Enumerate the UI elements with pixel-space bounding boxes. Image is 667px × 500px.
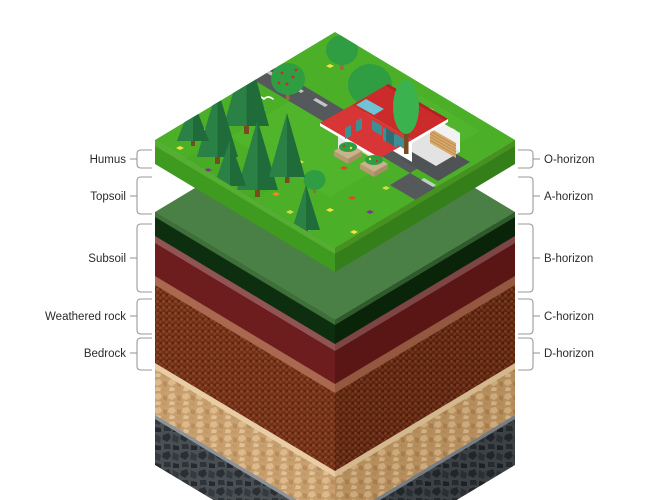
label-d-horizon: D-horizon <box>544 348 594 360</box>
bracket-topsoil: Topsoil <box>90 176 152 215</box>
weathered-rock-right-face <box>335 363 515 500</box>
shutter <box>383 127 386 142</box>
subsoil-left-bevel <box>155 276 335 393</box>
window <box>396 134 406 150</box>
topsoil-left-face <box>155 236 335 384</box>
bracket-subsoil: Subsoil <box>88 223 152 293</box>
label-c-horizon: C-horizon <box>544 311 594 323</box>
topsoil-right-bevel <box>335 236 515 351</box>
label-b-horizon: B-horizon <box>544 253 593 265</box>
label-topsoil: Topsoil <box>90 191 126 203</box>
topsoil-left-bevel <box>155 236 335 351</box>
roof-eave <box>412 119 448 143</box>
bracket-o-horizon: O-horizon <box>518 149 595 169</box>
weathered-rock-left-face <box>155 363 335 500</box>
window <box>356 118 362 132</box>
shutter <box>394 134 397 148</box>
window <box>345 125 351 139</box>
round-tree <box>393 80 419 154</box>
planter <box>334 142 362 164</box>
grass-patch <box>230 95 400 197</box>
roof-eave <box>320 123 380 161</box>
garage-door <box>430 128 456 158</box>
left-label-group: Humus Topsoil Subsoil Weathered rock Bed… <box>45 149 152 371</box>
humus-left-bevel <box>155 212 335 325</box>
round-tree <box>470 80 502 116</box>
bracket-c-horizon: C-horizon <box>518 298 594 335</box>
bracket-d-horizon: D-horizon <box>518 337 594 371</box>
round-tree <box>326 35 358 70</box>
subsoil-right-bevel <box>335 276 515 393</box>
right-label-group: O-horizon A-horizon B-horizon C-horizon … <box>518 149 595 371</box>
label-bedrock: Bedrock <box>84 348 126 360</box>
weathered-rock-right-bevel <box>335 363 515 477</box>
bracket-bedrock: Bedrock <box>84 337 152 371</box>
subsoil-left-face <box>155 276 335 471</box>
humus-right-bevel <box>335 212 515 325</box>
house-roof-side <box>320 105 412 158</box>
bracket-humus: Humus <box>90 149 152 169</box>
label-humus: Humus <box>90 154 127 166</box>
humus-right-face <box>335 212 515 344</box>
humus-left-face <box>155 212 335 344</box>
pine-tree <box>237 120 278 197</box>
label-weathered-rock: Weathered rock <box>45 311 126 323</box>
layer-grass-surface <box>0 0 515 272</box>
subsoil-right-face <box>335 276 515 471</box>
round-tree <box>303 170 326 193</box>
pine-tree <box>269 113 305 183</box>
grass-left-bevel <box>155 140 335 254</box>
front-door <box>386 128 394 146</box>
skylight <box>356 99 384 115</box>
label-o-horizon: O-horizon <box>544 154 595 166</box>
label-subsoil: Subsoil <box>88 253 126 265</box>
bracket-b-horizon: B-horizon <box>518 223 593 293</box>
grass-right-bevel <box>335 140 515 254</box>
label-a-horizon: A-horizon <box>544 191 593 203</box>
bracket-a-horizon: A-horizon <box>518 176 593 215</box>
house <box>0 0 470 181</box>
garage-door <box>0 0 1 1</box>
bracket-weathered-rock: Weathered rock <box>45 298 152 335</box>
planter <box>360 155 388 177</box>
pine-tree <box>292 185 320 235</box>
weathered-rock-left-bevel <box>155 363 335 477</box>
round-tree <box>271 63 305 100</box>
window <box>372 120 382 136</box>
topsoil-right-face <box>335 236 515 384</box>
